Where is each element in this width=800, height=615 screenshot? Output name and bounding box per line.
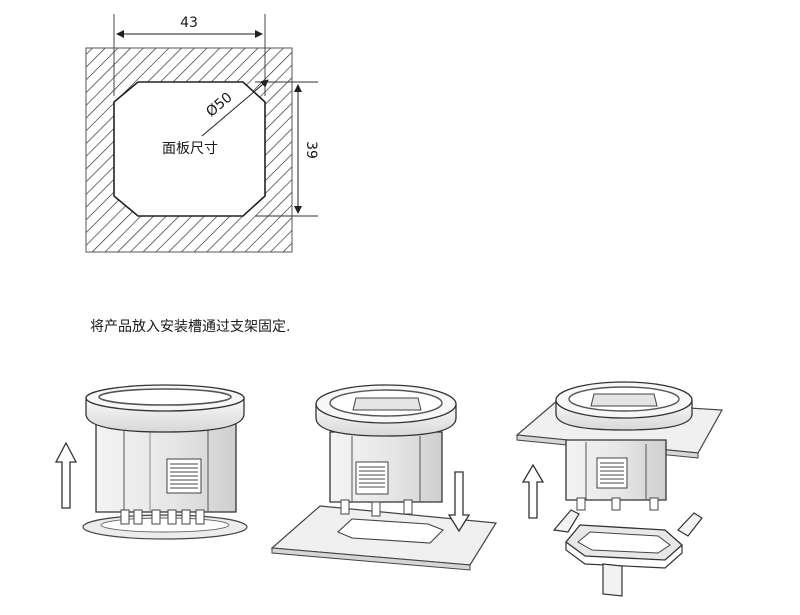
installation-instruction: 将产品放入安装槽通过支架固定. bbox=[90, 319, 291, 335]
mounting-bracket bbox=[552, 509, 703, 597]
panel-cutout-drawing: 43 39 Ø50 面板尺寸 bbox=[85, 14, 319, 253]
up-arrow-icon bbox=[54, 441, 78, 509]
cutout-outline bbox=[113, 81, 266, 217]
up-arrow-icon-bracket bbox=[521, 463, 545, 519]
hatched-panel bbox=[86, 48, 292, 252]
height-label: 39 bbox=[303, 141, 319, 159]
diameter-leader-line bbox=[201, 79, 269, 137]
down-arrow-icon bbox=[447, 471, 471, 533]
step-3-meter-fixed-with-bracket bbox=[515, 381, 723, 597]
panel-size-label: 面板尺寸 bbox=[162, 141, 218, 157]
step-1-meter-with-ring bbox=[54, 384, 248, 540]
width-label: 43 bbox=[180, 15, 198, 31]
step-2-meter-into-panel bbox=[270, 384, 498, 571]
